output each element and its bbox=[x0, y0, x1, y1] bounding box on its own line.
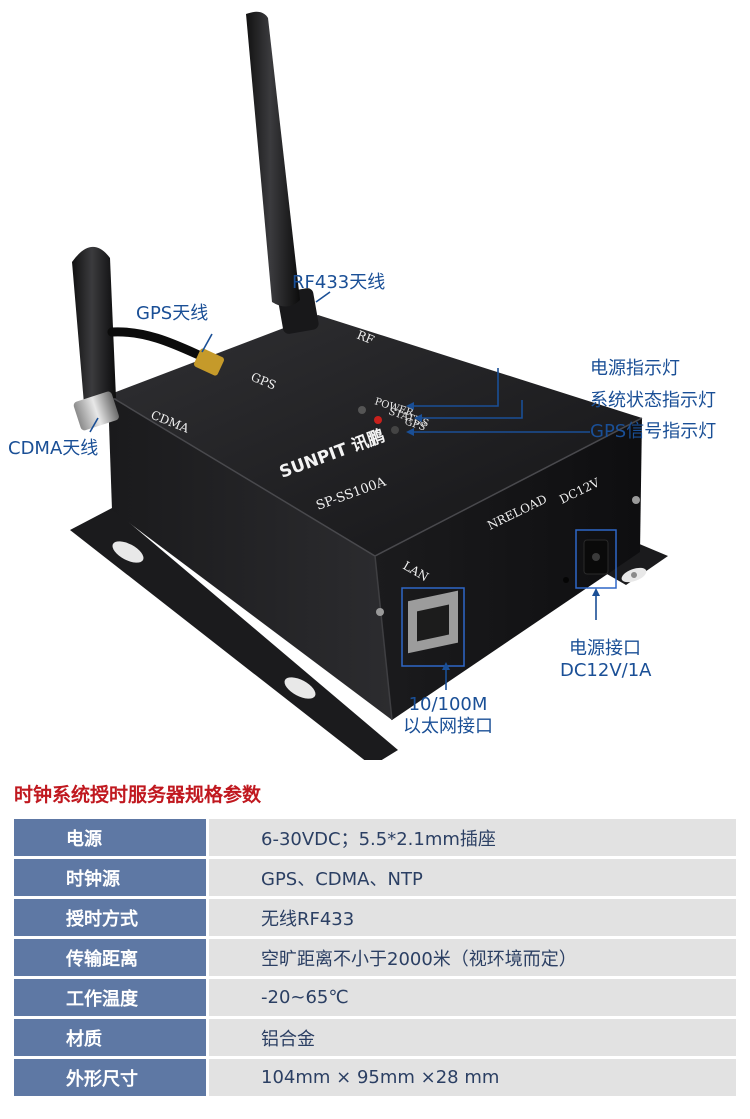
dc-jack bbox=[575, 529, 617, 589]
spec-key: 工作温度 bbox=[14, 979, 206, 1016]
rf433-antenna-callout: RF433天线 bbox=[292, 272, 386, 293]
table-row: 授时方式无线RF433 bbox=[14, 899, 736, 936]
lan-port-callout-line1: 10/100M bbox=[408, 694, 488, 715]
spec-value: GPS、CDMA、NTP bbox=[206, 859, 736, 896]
power-port-callout-line2: DC12V/1A bbox=[560, 660, 652, 681]
table-row: 材质铝合金 bbox=[14, 1019, 736, 1056]
lan-port bbox=[401, 587, 465, 667]
spec-value: -20~65℃ bbox=[206, 979, 736, 1016]
spec-value: 空旷距离不小于2000米（视环境而定） bbox=[206, 939, 736, 976]
table-row: 工作温度-20~65℃ bbox=[14, 979, 736, 1016]
spec-value: 6-30VDC；5.5*2.1mm插座 bbox=[206, 819, 736, 856]
product-illustration: CDMA GPS RF SUNPIT 讯鹏 SP-SS100A POWER ST… bbox=[70, 11, 668, 760]
power-port-callout: 电源接口 DC12V/1A bbox=[560, 638, 652, 682]
spec-value: 无线RF433 bbox=[206, 899, 736, 936]
spec-key: 材质 bbox=[14, 1019, 206, 1056]
gps-led-callout: GPS信号指示灯 bbox=[590, 421, 717, 442]
power-port-callout-line1: 电源接口 bbox=[569, 638, 641, 659]
lan-port-callout: 10/100M 以太网接口 bbox=[396, 694, 500, 738]
rf433-antenna bbox=[246, 11, 319, 334]
power-led-callout: 电源指示灯 bbox=[590, 358, 680, 379]
spec-key: 授时方式 bbox=[14, 899, 206, 936]
gps-antenna-cable bbox=[107, 327, 225, 376]
spec-key: 电源 bbox=[14, 819, 206, 856]
cdma-antenna bbox=[72, 246, 119, 431]
spec-key: 时钟源 bbox=[14, 859, 206, 896]
reload-hole bbox=[563, 577, 569, 583]
spec-title: 时钟系统授时服务器规格参数 bbox=[14, 784, 262, 806]
mounting-flange bbox=[70, 508, 668, 760]
callout-lines bbox=[89, 291, 597, 690]
table-row: 传输距离空旷距离不小于2000米（视环境而定） bbox=[14, 939, 736, 976]
status-led-callout: 系统状态指示灯 bbox=[590, 390, 716, 411]
gps-antenna-callout: GPS天线 bbox=[136, 303, 209, 324]
spec-key: 传输距离 bbox=[14, 939, 206, 976]
cdma-antenna-callout: CDMA天线 bbox=[8, 438, 99, 459]
rf-port-label: RF bbox=[355, 328, 376, 347]
spec-value: 104mm × 95mm ×28 mm bbox=[206, 1059, 736, 1096]
lan-port-callout-line2: 以太网接口 bbox=[403, 716, 493, 737]
spec-key: 外形尺寸 bbox=[14, 1059, 206, 1096]
spec-value: 铝合金 bbox=[206, 1019, 736, 1056]
callout-arrows bbox=[406, 402, 600, 670]
